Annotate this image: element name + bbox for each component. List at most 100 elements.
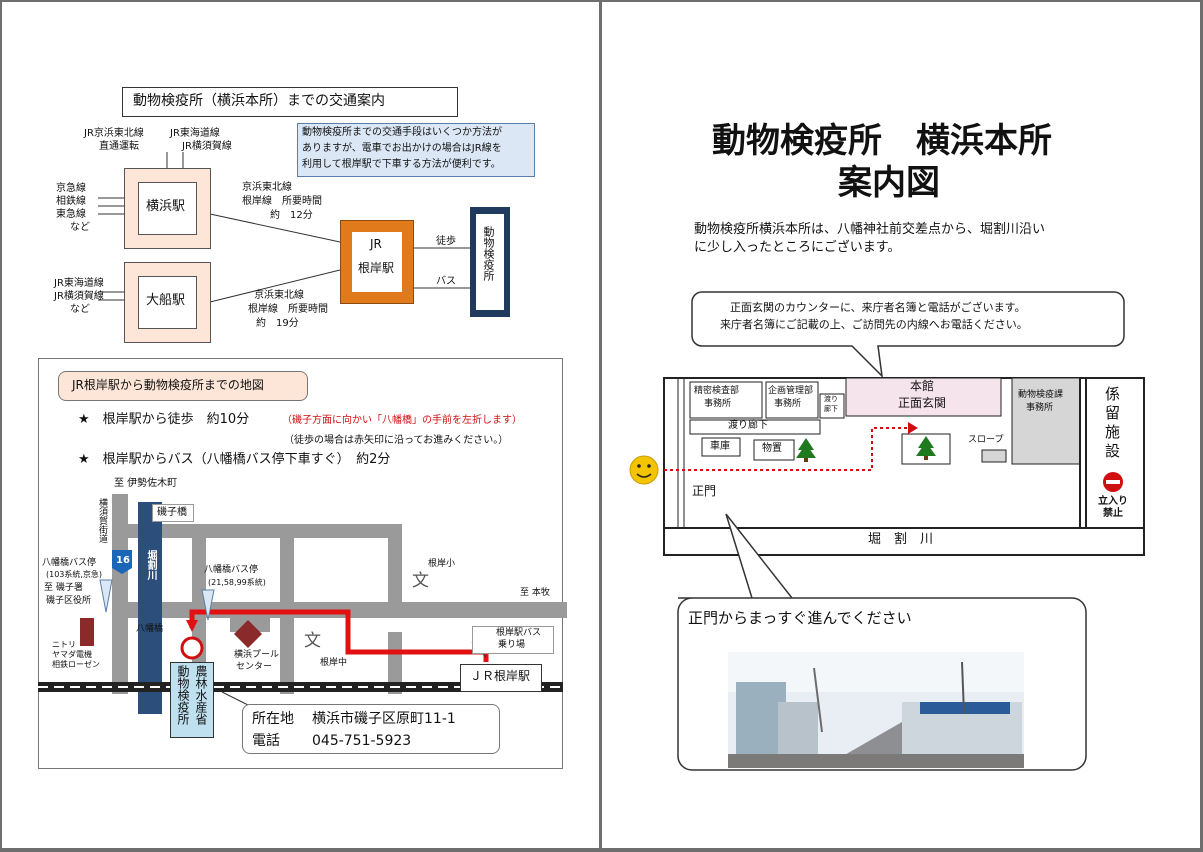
yokohama-station-inner	[138, 182, 197, 235]
slope-label: スロープ	[968, 435, 1004, 445]
phone-value: 045-751-5923	[312, 733, 412, 749]
destination-label: 動物検疫所	[482, 226, 495, 281]
road-top	[112, 524, 402, 538]
route-yokohama-1: 京浜東北線	[242, 182, 292, 193]
map-title-box	[58, 371, 308, 401]
hachimanbashi: 八幡橋	[136, 624, 164, 634]
jr-negishi-box	[460, 664, 542, 692]
front-entrance: 正面玄関	[898, 396, 947, 410]
bus-line: ★ 根岸駅からバス（八幡橋バス停下車すぐ） 約2分	[78, 452, 391, 467]
honkan-building	[845, 377, 1002, 417]
address-value: 横浜市磯子区原町11-1	[312, 711, 456, 727]
jr-negishi: ＪＲ根岸駅	[470, 669, 531, 683]
keiryu: 係留施設	[1103, 386, 1121, 462]
bubble-line-1: 正面玄関のカウンターに、来庁者名簿と電話がございます。	[730, 301, 1026, 314]
ministry-col1: 動物検疫所	[176, 665, 190, 725]
ofuna-station-inner	[138, 276, 197, 329]
negishi-station: 根岸駅	[358, 261, 395, 275]
map-graphics	[38, 494, 567, 714]
ofuna-line-3: など	[70, 304, 90, 315]
route-yokohama-3: 約 12分	[270, 210, 313, 221]
floor-plan	[629, 377, 1145, 771]
walk-label: 徒歩	[436, 236, 456, 247]
intro-line-1: 動物検疫所横浜本所は、八幡神社前交差点から、堀割川沿い	[694, 222, 1046, 237]
main-gate: 正門	[692, 484, 717, 498]
tree-icon	[796, 436, 936, 462]
bus-label: バス	[436, 276, 456, 287]
yokohama-line-1: 京急線	[56, 183, 86, 194]
nitori-2: ヤマダ電機	[52, 650, 92, 659]
yokohama-line-4: など	[70, 222, 90, 233]
route-ofuna-3: 約 19分	[256, 318, 299, 329]
nitori-3: 相鉄ローゼン	[52, 660, 100, 669]
road-vertical-5	[388, 632, 402, 694]
route16-label: 16	[116, 555, 130, 566]
ministry-col2: 農林水産省	[194, 665, 208, 725]
address-label: 所在地	[252, 711, 294, 727]
nitori-building	[80, 618, 94, 646]
to-honmoku: 至 本牧	[520, 588, 550, 598]
walk-line-note: （磯子方面に向かい「八幡橋」の手前を左折します）	[282, 415, 522, 426]
lines-top-left-2: 直通運転	[99, 141, 139, 152]
smiley-icon	[629, 455, 659, 485]
intro-line-2: に少し入ったところにございます。	[694, 240, 901, 255]
bubble-graphics	[691, 291, 1125, 379]
page-title-line-2: 案内図	[838, 163, 940, 203]
yokohama-line-2: 相鉄線	[56, 196, 86, 207]
lines-top-right-1: JR東海道線	[170, 128, 220, 139]
yokohama-line-3: 東急線	[56, 209, 86, 220]
watari-corridor	[689, 419, 821, 435]
to-isogo: 至 磯子署	[44, 583, 83, 593]
address-box	[242, 704, 500, 754]
lines-top-left-1: JR京浜東北線	[84, 128, 144, 139]
walk-line: ★ 根岸駅から徒歩 約10分	[78, 412, 250, 427]
negishi-jr: JR	[370, 237, 382, 251]
destination-inner	[476, 214, 504, 310]
dobutsu-ka-building	[1011, 377, 1081, 465]
kikaku-1: 企画管理部	[768, 386, 814, 396]
ofuna-line-1: JR東海道線	[54, 278, 104, 289]
right-page: 動物検疫所 横浜本所 案内図 動物検疫所横浜本所は、八幡神社前交差点から、堀割川…	[602, 2, 1200, 848]
river-band	[138, 502, 162, 714]
floor-route	[664, 427, 912, 471]
info-note-line-3: 利用して根岸駅で下車する方法が便利です。	[302, 159, 501, 170]
bus-stop-right-marker	[201, 589, 215, 621]
page-title-line-1: 動物検疫所 横浜本所	[712, 121, 1052, 161]
info-note	[297, 123, 535, 177]
destination-marker	[180, 636, 204, 660]
river-label: 堀 割 川	[868, 532, 934, 547]
seimitsu-room	[689, 381, 763, 419]
isogo-ward: 磯子区役所	[46, 596, 92, 606]
info-note-line-2: ありますが、電車でお出かけの場合はJR線を	[302, 143, 502, 154]
phone-label: 電話	[252, 733, 280, 749]
walk-sub-note: （徒歩の場合は赤矢印に沿ってお進みください。）	[284, 435, 509, 446]
nitori-1: ニトリ	[52, 640, 76, 649]
kikaku-2: 事務所	[774, 399, 802, 409]
isogobashi-box	[152, 504, 194, 522]
watari-small-2: 廊下	[824, 405, 838, 413]
garage	[701, 437, 741, 457]
watari-small-1: 渡り	[824, 395, 838, 403]
left-page: 動物検疫所（横浜本所）までの交通案内 動物検疫所までの交通手段はいくつか方法が …	[2, 2, 599, 848]
bus-stop-left: 八幡橋バス停	[42, 558, 97, 568]
bus-terminal-box	[472, 626, 554, 654]
yokosuka-kaido: 横須賀街道	[97, 498, 107, 543]
bus-terminal-1: 根岸駅バス	[496, 628, 542, 638]
road-vertical-4	[388, 524, 402, 618]
ministry-box	[170, 662, 214, 738]
watari-small-room	[819, 393, 845, 419]
road-vertical-3	[280, 524, 294, 694]
horiwari-river-label: 堀割川	[145, 550, 156, 580]
info-note-line-1: 動物検疫所までの交通手段はいくつか方法が	[302, 127, 502, 138]
storage: 物置	[762, 443, 782, 454]
pool-2: センター	[236, 662, 273, 672]
bus-terminal-2: 乗り場	[498, 640, 526, 650]
route-yokohama-2: 根岸線 所要時間	[242, 196, 322, 207]
no-entry: 立入り禁止	[1098, 496, 1128, 519]
bus-stop-left-marker	[99, 579, 113, 613]
route16-shield	[112, 550, 132, 574]
gate-photo	[728, 652, 1024, 768]
lines-top-right-2: JR横須賀線	[182, 141, 232, 152]
bus-stop-right-sub: (21,58,99系統)	[208, 578, 266, 587]
route-ofuna-2: 根岸線 所要時間	[248, 304, 328, 315]
